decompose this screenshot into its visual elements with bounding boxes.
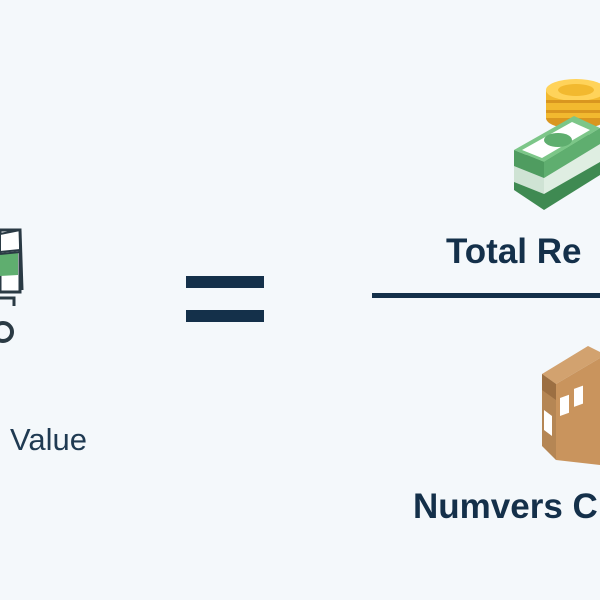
fraction-line [372, 293, 600, 298]
denominator-label: Numvers C [413, 487, 598, 526]
equals-bar-bottom [186, 310, 264, 322]
cardboard-box-icon [542, 346, 600, 465]
equals-sign [186, 276, 264, 322]
shopping-cart-icon [0, 228, 24, 343]
left-term-label: Value [10, 422, 87, 457]
money-stack-icon [514, 79, 600, 210]
numerator-label: Total Re [446, 232, 582, 271]
equals-bar-top [186, 276, 264, 288]
